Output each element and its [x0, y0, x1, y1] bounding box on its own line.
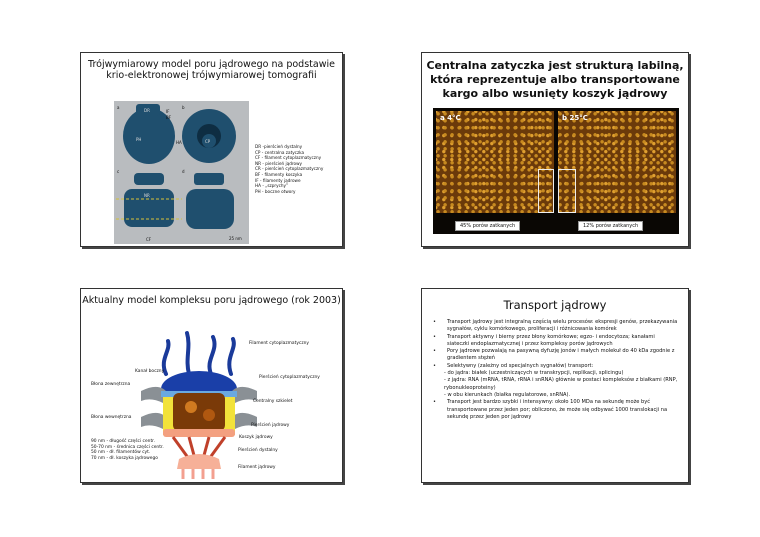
legend-item: IF - filamenty jądrowe — [255, 177, 301, 183]
svg-text:c: c — [117, 169, 119, 174]
slide-current-model: Aktualny model kompleksu poru jądrowego … — [80, 288, 343, 483]
slide-3d-model: Trójwymiarowy model poru jądrowego na po… — [80, 52, 343, 247]
svg-text:CP: CP — [205, 139, 211, 144]
legend-item: CR - pierścień cytoplazmatyczny — [255, 166, 324, 172]
caption-25c: 12% porów zatkanych — [578, 221, 644, 231]
svg-text:BF: BF — [166, 115, 172, 120]
sub-item: - w obu kierunkach (białka regulatorowe,… — [444, 391, 571, 398]
slide-central-plug: Centralna zatyczka jest strukturą labiln… — [421, 52, 689, 247]
svg-text:CF: CF — [146, 237, 152, 242]
bullet-list: Transport jądrowy jest integralną części… — [432, 319, 678, 421]
panel-label: a 4°C — [440, 114, 461, 122]
bullet-item: Transport jest bardzo szybki i intensywn… — [432, 399, 678, 421]
bullet-item: Selektywny (zależny od specjalnych sygna… — [432, 363, 678, 371]
label-blona-wewnetrzna: Błona wewnętrzna — [91, 415, 132, 420]
label-pierscien-jadrowy: Pierścień jądrowy — [251, 423, 290, 428]
legend-item: DR -pierścień dystalny — [255, 144, 303, 149]
sub-item: - do jądra: białek (uczestniczących w tr… — [444, 370, 624, 377]
sub-item: - z jądra: RNA (mRNA, tRNA, rRNA i snRNA… — [444, 377, 678, 391]
label-filament-jadrowy: Filament jądrowy — [238, 465, 276, 470]
micrograph-panel-25c: b 25°C — [558, 111, 676, 213]
svg-text:HA: HA — [176, 140, 182, 145]
legend-item: CP - centralna zatyczka — [255, 149, 305, 155]
label-pierscien-cyto: Pierścień cytoplazmatyczny — [259, 375, 320, 380]
pore-complex-diagram — [141, 331, 257, 479]
bullet-item: Pory jądrowe pozwalają na pasywną dyfuzj… — [432, 348, 678, 363]
inset-box — [538, 169, 554, 213]
svg-text:NR: NR — [144, 193, 150, 198]
slide-title: Aktualny model kompleksu poru jądrowego … — [82, 295, 341, 306]
inset-box — [558, 169, 576, 213]
slide-title: Centralna zatyczka jest strukturą labiln… — [426, 59, 684, 100]
svg-text:d: d — [182, 169, 185, 174]
legend-item: CF - filament cytoplazmatyczny — [255, 155, 322, 161]
note: 50-70 nm - średnica części centr. — [91, 444, 164, 450]
bullet-item: Transport jądrowy jest integralną części… — [432, 319, 678, 334]
note: 70 nm - dł. koszyka jądrowego — [91, 455, 158, 461]
dimension-notes: 90 nm - długość części centr.50-70 nm - … — [91, 439, 164, 461]
micrograph-panel-4c: a 4°C — [436, 111, 554, 213]
legend-item: HA - „szprychy” — [255, 183, 289, 189]
svg-text:DR: DR — [144, 108, 150, 113]
label-blona-zewnetrzna: Błona zewnętrzna — [91, 382, 131, 387]
label-kanal-boczny: Kanał boczny — [135, 369, 165, 374]
svg-text:a: a — [117, 105, 120, 110]
bullet-item: Transport aktywny i bierny przez błony k… — [432, 334, 678, 349]
slide-title: Trójwymiarowy model poru jądrowego na po… — [88, 59, 335, 82]
label-koszyk-jadrowy: Koszyk jądrowy — [239, 435, 273, 440]
legend-item: NR - pierścień jądrowy — [255, 160, 303, 166]
legend-item: BF - filamenty koszyka — [255, 171, 303, 177]
label-centralny-szkielet: Centralny szkielet — [253, 399, 293, 404]
panel-label: b 25°C — [562, 114, 588, 122]
label-pierscien-dystalny: Pierścień dystalny — [238, 448, 278, 453]
note: 90 nm - długość części centr. — [91, 439, 155, 444]
note: 50 nm - dł. filamentów cyt. — [91, 450, 151, 455]
caption-4c: 45% porów zatkanych — [455, 221, 521, 231]
afm-micrograph: a 4°C b 25°C 45% porów zatkanych 12% por… — [433, 108, 679, 234]
slide-nuclear-transport: Transport jądrowy Transport jądrowy jest… — [421, 288, 689, 483]
slide-title: Transport jądrowy — [503, 298, 607, 312]
svg-text:b: b — [182, 105, 185, 110]
label-filament-cyto: Filament cytoplazmatyczny — [249, 341, 310, 346]
svg-text:PH: PH — [136, 137, 141, 142]
svg-text:IF: IF — [166, 109, 170, 114]
svg-text:25 nm: 25 nm — [229, 236, 242, 241]
legend-item: PH - boczne otwory — [255, 188, 296, 194]
